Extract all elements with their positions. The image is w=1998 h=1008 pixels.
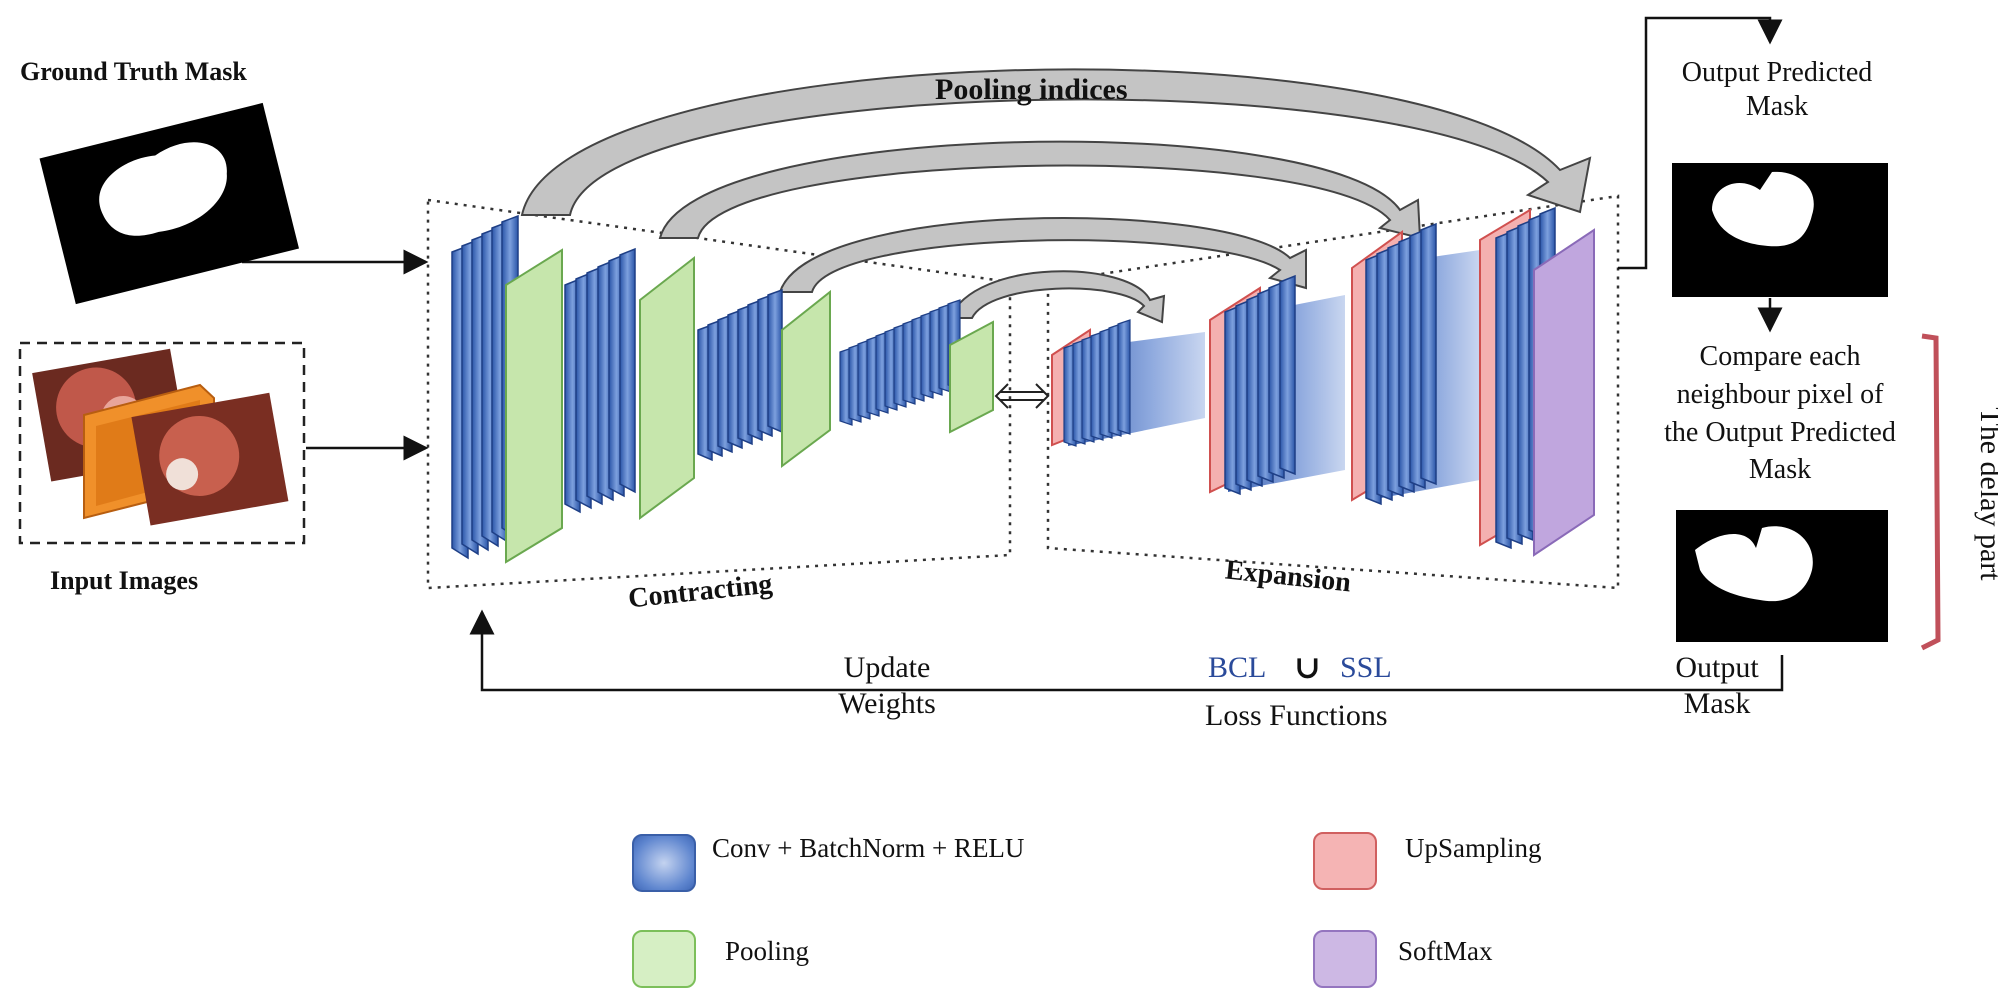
pooling-indices-label: Pooling indices [935,73,1128,106]
decoder-stage-2 [1209,274,1345,496]
delay-part-label: The delay part [1974,407,1998,581]
encoder-stage-1 [451,214,563,564]
pooling-layer-2 [639,255,695,520]
update-weights-label: Update Weights [838,651,936,720]
output-mask-image [1676,510,1888,642]
input-images-label: Input Images [50,566,199,595]
legend-label-upsampling: UpSampling [1405,833,1542,863]
softmax-layer [1533,228,1595,557]
decoder-stage-4 [1479,206,1595,557]
pooling-indices-arrows [520,68,1592,324]
output-predicted-mask-label: Output Predicted Mask [1681,57,1873,122]
bcl-label: BCL [1208,651,1267,684]
encoder-stage-4 [839,299,994,434]
feedback-arrow [469,609,1784,692]
decoder-stage-1 [1051,319,1205,447]
decoder-stage-3 [1351,222,1480,506]
legend-swatch-conv [632,834,696,892]
loss-functions-label: Loss Functions [1205,699,1388,732]
delay-bracket [1920,333,1941,651]
bridge-arrow [994,383,1050,409]
legend-label-softmax: SoftMax [1398,936,1493,966]
union-symbol: ∪ [1294,649,1321,685]
output-predicted-mask-image [1672,163,1888,297]
output-to-predicted-arrow [1618,16,1783,270]
input-images-stack [32,348,289,526]
legend-swatch-pooling [632,930,696,988]
pooling-layer-1 [505,248,563,564]
ground-truth-mask-image [39,102,299,305]
legend-swatch-softmax [1313,930,1377,988]
pooling-layer-4 [949,320,994,434]
legend-label-conv: Conv + BatchNorm + RELU [712,833,1025,863]
pooling-layer-3 [781,289,831,468]
output-mask-label: Output Mask [1675,651,1759,720]
encoder-stage-2 [564,247,695,520]
legend-swatch-upsampling [1313,832,1377,890]
legend-label-pooling: Pooling [725,936,810,966]
ssl-label: SSL [1340,651,1392,684]
compare-label: Compare each neighbour pixel of the Outp… [1664,341,1896,486]
encoder-stage-3 [697,288,831,468]
ground-truth-mask-label: Ground Truth Mask [20,57,247,86]
input-images-box [18,341,306,545]
